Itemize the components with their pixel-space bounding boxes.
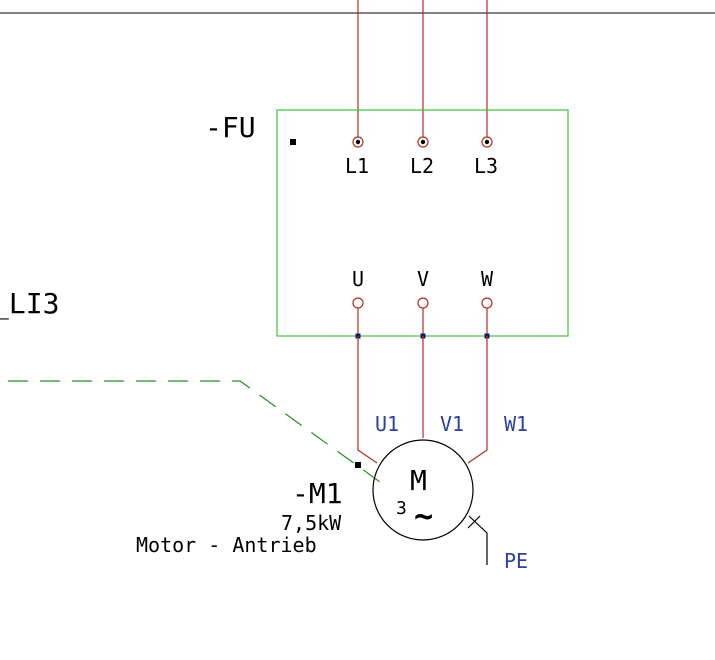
terminal-u-label: U [352,267,364,291]
fu-tag-label: -FU [205,111,256,144]
terminal-w-label: W [481,267,494,291]
output-terminals [352,297,493,309]
motor-description-label: Motor - Antrieb [136,533,317,557]
dashed-link-line [8,380,381,483]
wire-w1 [467,336,488,464]
incoming-wires [357,0,488,137]
motor-letter: M [410,464,427,497]
terminal-l2-symbol[interactable] [417,136,429,148]
terminal-l1-label: L1 [345,154,369,178]
terminal-l3-label: L3 [474,154,498,178]
terminal-l2-dot [420,139,426,145]
motor-phase-count: 3 [396,498,407,519]
terminal-l3-symbol[interactable] [481,136,493,148]
terminal-w-symbol[interactable] [481,297,493,309]
pe-tick [467,515,481,529]
wire-u1 [357,336,378,464]
motor-terminal-u1-label: U1 [375,412,399,436]
terminal-u-symbol[interactable] [352,297,364,309]
input-terminals [352,136,493,148]
pe-label: PE [504,549,528,573]
motor-terminal-v1-label: V1 [440,412,464,436]
motor-symbol[interactable] [372,439,474,541]
motor-origin-dot [355,462,361,468]
pe-wire [468,515,488,565]
terminal-v-symbol[interactable] [417,297,429,309]
motor-wires [357,336,488,464]
fu-origin-dot [290,139,296,145]
motor-ac-symbol: ~ [414,497,433,535]
motor-power-label: 7,5kW [281,511,342,535]
terminal-l2-label: L2 [410,154,434,178]
terminal-v-label: V [417,267,429,291]
terminal-l3-dot [484,139,490,145]
terminal-l1-symbol[interactable] [352,136,364,148]
output-wire-stubs [357,308,488,336]
motor-terminal-w1-label: W1 [504,412,528,436]
motor-tag-label: -M1 [292,477,343,510]
terminal-l1-dot [355,139,361,145]
cross-reference-label[interactable]: _LI3 [0,287,59,321]
